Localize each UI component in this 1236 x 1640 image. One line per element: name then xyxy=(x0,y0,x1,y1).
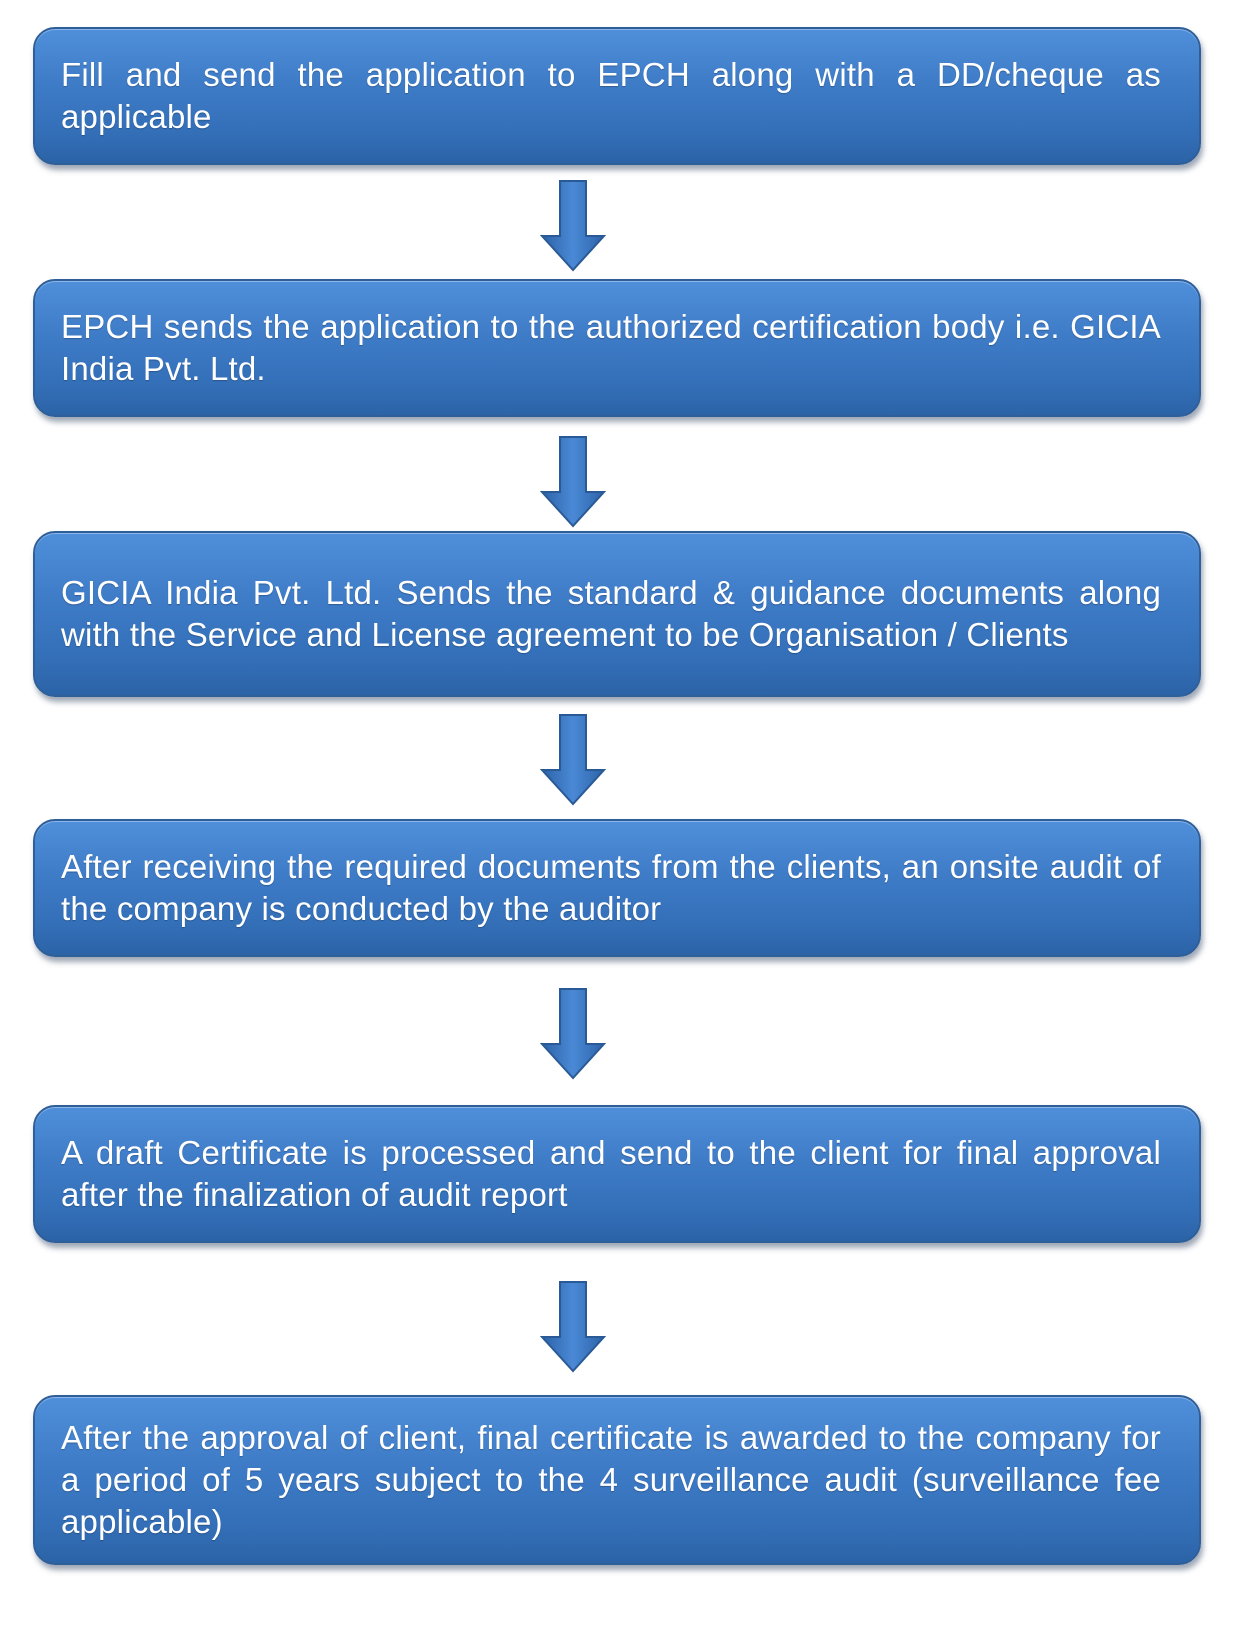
down-arrow-icon xyxy=(540,1281,606,1373)
step-3-box: GICIA India Pvt. Ltd. Sends the standard… xyxy=(33,531,1201,697)
step-3-text: GICIA India Pvt. Ltd. Sends the standard… xyxy=(61,574,1161,653)
down-arrow-icon xyxy=(540,988,606,1080)
step-1-box: Fill and send the application to EPCH al… xyxy=(33,27,1201,165)
step-1-text: Fill and send the application to EPCH al… xyxy=(61,56,1161,135)
down-arrow-icon xyxy=(540,436,606,528)
step-2-text: EPCH sends the application to the author… xyxy=(61,308,1161,387)
step-4-text: After receiving the required documents f… xyxy=(61,848,1161,927)
step-2-box: EPCH sends the application to the author… xyxy=(33,279,1201,417)
step-5-text: A draft Certificate is processed and sen… xyxy=(61,1134,1161,1213)
step-6-text: After the approval of client, final cert… xyxy=(61,1419,1161,1540)
down-arrow-icon xyxy=(540,180,606,272)
step-5-box: A draft Certificate is processed and sen… xyxy=(33,1105,1201,1243)
step-6-box: After the approval of client, final cert… xyxy=(33,1395,1201,1565)
step-4-box: After receiving the required documents f… xyxy=(33,819,1201,957)
down-arrow-icon xyxy=(540,714,606,806)
